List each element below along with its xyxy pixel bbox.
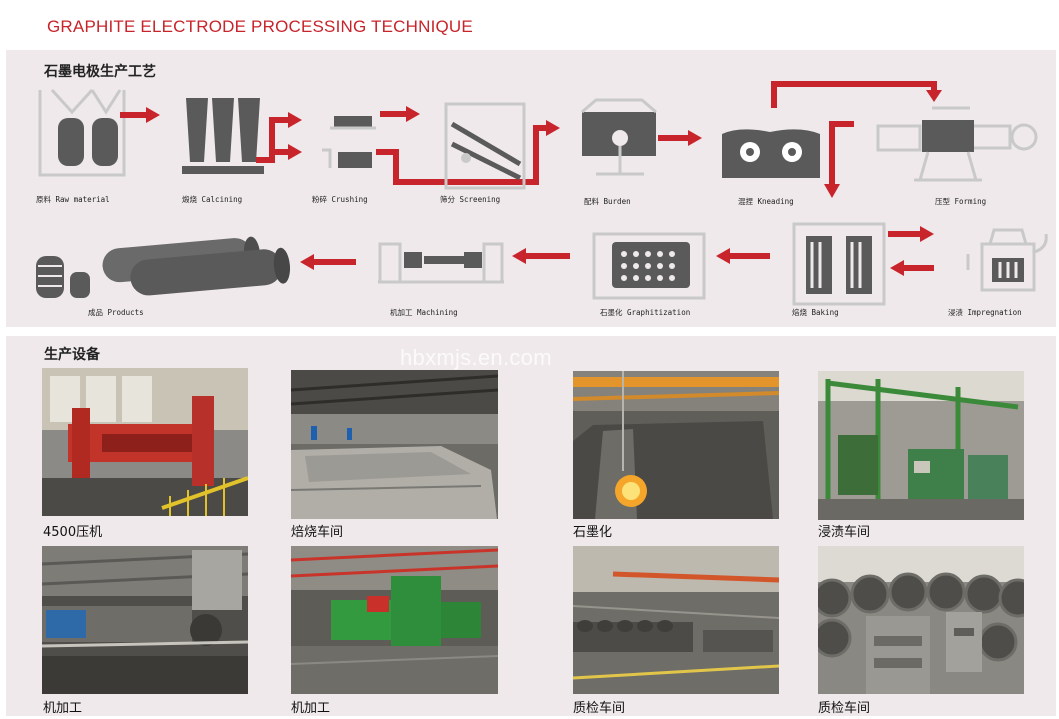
machining-icon xyxy=(378,242,504,284)
process-diagram xyxy=(36,81,1048,306)
step-label-impregnation: 浸渍 Impregnation xyxy=(948,308,1022,317)
watermark: hbxmjs.en.com xyxy=(400,345,552,370)
caption-quality-inspection-2: 质检车间 xyxy=(818,701,871,716)
arrow-3 xyxy=(376,106,560,185)
page-header: GRAPHITE ELECTRODE PROCESSING TECHNIQUE xyxy=(47,17,473,36)
burden-icon xyxy=(581,98,657,176)
caption-graphitization: 石墨化 xyxy=(573,525,613,540)
caption-baking-workshop: 焙烧车间 xyxy=(291,525,344,540)
process-section-title: 石墨电极生产工艺 xyxy=(44,64,156,80)
crushing-icon xyxy=(322,116,376,168)
caption-impregnation-workshop: 浸渍车间 xyxy=(818,525,871,540)
photo-machining-1 xyxy=(42,546,248,694)
screening-icon xyxy=(444,102,526,190)
step-label-burden: 配料 Burden xyxy=(584,197,631,206)
caption-press-machine: 4500压机 xyxy=(43,525,103,540)
forming-icon xyxy=(876,106,1038,182)
step-label-products: 成品 Products xyxy=(88,308,144,317)
photo-impregnation-workshop xyxy=(818,371,1024,520)
photo-baking-workshop xyxy=(291,370,498,519)
arrow-9 xyxy=(512,248,570,264)
photo-machining-2 xyxy=(291,546,498,694)
kneading-icon xyxy=(722,129,820,178)
step-label-calcining: 煅烧 Calcining xyxy=(182,195,243,204)
impregnation-icon xyxy=(966,228,1048,292)
arrow-5 xyxy=(771,81,942,108)
arrow-6 xyxy=(824,121,854,198)
caption-quality-inspection-1: 质检车间 xyxy=(573,701,626,716)
caption-machining-2: 机加工 xyxy=(291,701,331,716)
step-label-graphitization: 石墨化 Graphitization xyxy=(600,308,691,317)
arrow-2 xyxy=(256,112,302,163)
step-label-baking: 焙烧 Baking xyxy=(792,308,839,317)
calcining-icon xyxy=(182,98,264,174)
arrow-10 xyxy=(300,254,356,270)
equipment-section-title: 生产设备 xyxy=(44,347,100,363)
photo-press-machine xyxy=(42,368,248,516)
baking-icon xyxy=(792,222,886,306)
photo-graphitization xyxy=(573,371,779,519)
arrow-7 xyxy=(888,226,934,276)
products-icon xyxy=(36,236,291,298)
photo-quality-inspection-2 xyxy=(818,546,1024,694)
arrow-8 xyxy=(716,248,770,264)
caption-machining-1: 机加工 xyxy=(43,701,83,716)
step-label-screening: 筛分 Screening xyxy=(440,195,501,204)
step-label-forming: 压型 Forming xyxy=(935,197,987,206)
graphitization-icon xyxy=(592,232,706,300)
raw-material-icon xyxy=(38,88,126,177)
step-label-crushing: 粉碎 Crushing xyxy=(312,195,368,204)
arrow-4 xyxy=(658,130,702,146)
step-label-raw-material: 原料 Raw material xyxy=(36,195,110,204)
step-label-kneading: 混捏 Kneading xyxy=(738,197,794,206)
arrow-1 xyxy=(120,107,160,123)
step-label-machining: 机加工 Machining xyxy=(390,308,458,317)
photo-quality-inspection-1 xyxy=(573,546,779,694)
